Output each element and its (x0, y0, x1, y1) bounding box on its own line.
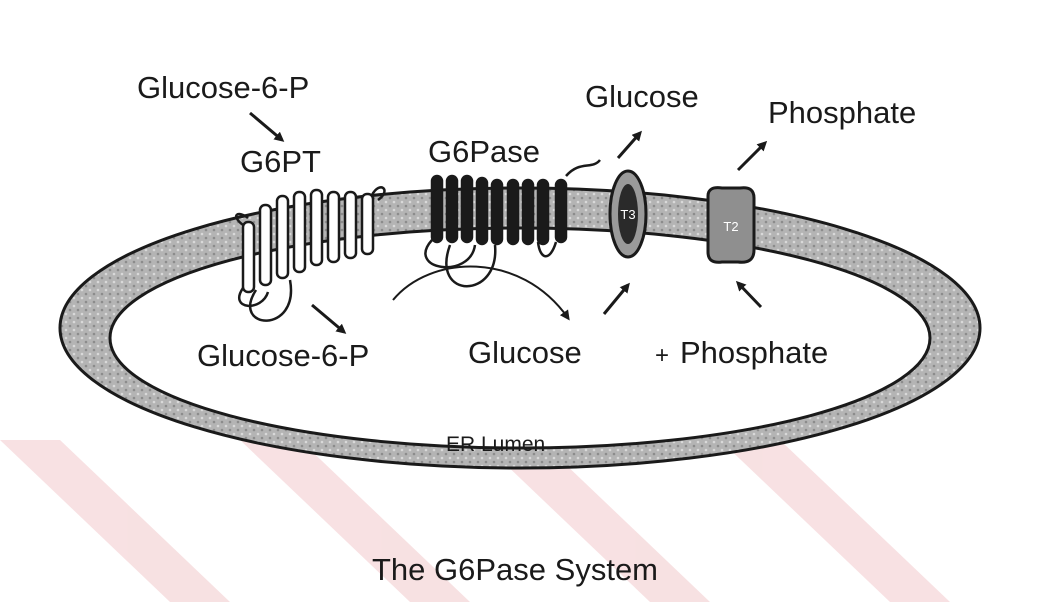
cytosol-phosphate-label: Phosphate (768, 95, 916, 130)
plus-sign: + (655, 342, 669, 369)
t2-transporter: T2 (708, 188, 754, 263)
lumen-phosphate-label: Phosphate (680, 335, 828, 370)
t3-transporter: T3 (610, 171, 646, 257)
er-lumen-label: ER Lumen (446, 433, 545, 456)
diagram-caption: The G6Pase System (372, 552, 658, 587)
er-membrane (60, 188, 980, 468)
lumen-glucose-6-p-label: Glucose-6-P (197, 338, 369, 373)
g6pt-label: G6PT (240, 144, 321, 179)
lumen-glucose-label: Glucose (468, 335, 582, 370)
t3-label: T3 (620, 207, 635, 222)
cytosol-glucose-label: Glucose (585, 79, 699, 114)
cytosol-glucose-6-p-label: Glucose-6-P (137, 70, 309, 105)
g6pase-label: G6Pase (428, 134, 540, 169)
t2-label: T2 (723, 219, 738, 234)
